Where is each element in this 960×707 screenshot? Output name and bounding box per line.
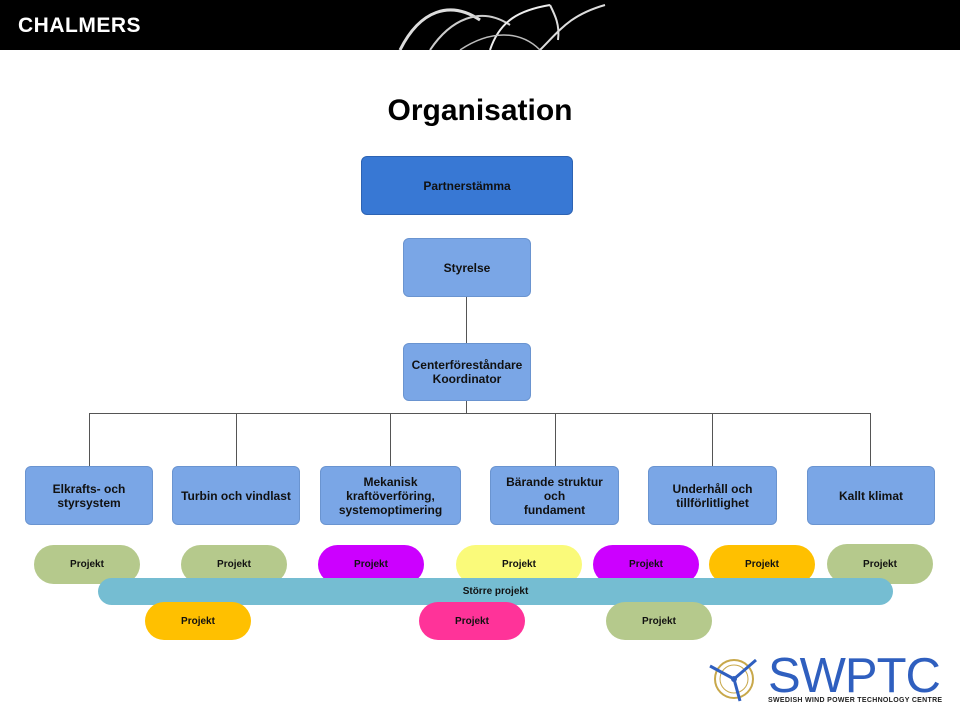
decorative-swirl-icon: [398, 4, 606, 50]
project-pill: Projekt: [593, 545, 699, 584]
connector-area-4: [555, 413, 556, 466]
header-bar: CHALMERS: [0, 0, 960, 50]
connector-area-2: [236, 413, 237, 466]
project-pill: Projekt: [827, 544, 933, 584]
project-pill: Projekt: [145, 602, 251, 640]
wind-turbine-icon: [709, 658, 757, 702]
swptc-logo-subtitle: SWEDISH WIND POWER TECHNOLOGY CENTRE: [768, 697, 943, 704]
chalmers-logo: CHALMERS: [18, 14, 141, 37]
swptc-logo-text: SWPTC: [768, 649, 941, 703]
project-pill: Projekt: [419, 602, 525, 640]
project-pill: Projekt: [34, 545, 140, 584]
styrelse-box: Styrelse: [403, 238, 531, 297]
area-box-elkraft: Elkrafts- och styrsystem: [25, 466, 153, 525]
project-pill: Projekt: [606, 602, 712, 640]
director-box: Centerföreståndare Koordinator: [403, 343, 531, 401]
connector-area-1: [89, 413, 90, 466]
project-pill: Projekt: [709, 545, 815, 584]
connector-horizontal-bus: [89, 413, 871, 414]
large-project-bar: Större projekt: [98, 578, 893, 605]
area-box-mekanisk: Mekanisk kraftöverföring, systemoptimeri…: [320, 466, 461, 525]
connector-area-3: [390, 413, 391, 466]
connector-area-6: [870, 413, 871, 466]
area-box-barande: Bärande struktur och fundament: [490, 466, 619, 525]
area-box-turbin: Turbin och vindlast: [172, 466, 300, 525]
area-box-underhall: Underhåll och tillförlitlighet: [648, 466, 777, 525]
connector-director-bus: [466, 401, 467, 414]
partnerstamma-box: Partnerstämma: [361, 156, 573, 215]
connector-board-director: [466, 297, 467, 343]
project-pill: Projekt: [318, 545, 424, 584]
project-pill: Projekt: [181, 545, 287, 584]
project-pill: Projekt: [456, 545, 582, 584]
connector-area-5: [712, 413, 713, 466]
page-title: Organisation: [387, 94, 573, 127]
area-box-kallt: Kallt klimat: [807, 466, 935, 525]
